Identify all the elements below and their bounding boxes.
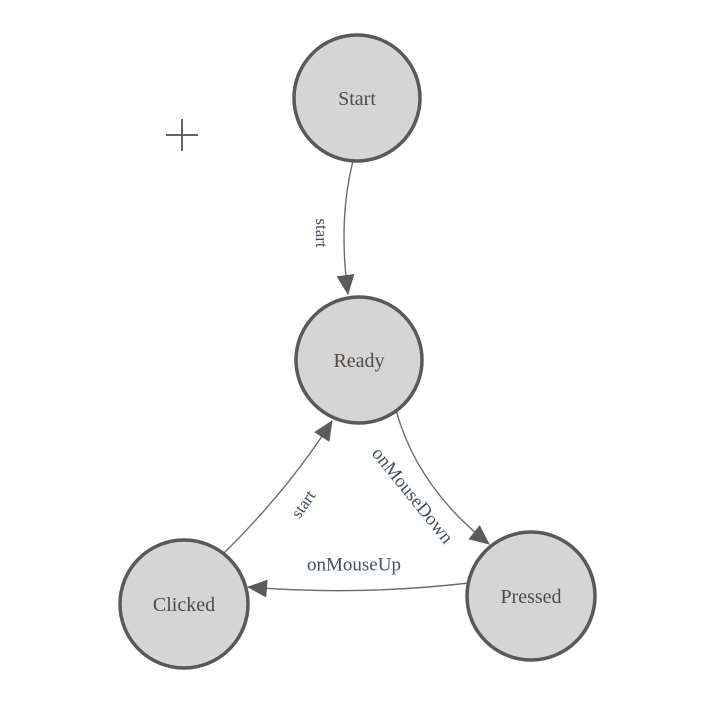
transition-path-ready-to-pressed[interactable] [395, 409, 490, 545]
state-node-start[interactable]: Start [292, 33, 422, 163]
transition-label-pressed-to-clicked[interactable]: onMouseUp [307, 555, 401, 576]
transition-path-pressed-to-clicked[interactable] [247, 579, 470, 598]
crosshair-icon [166, 119, 198, 151]
state-node-pressed[interactable]: Pressed [465, 530, 597, 662]
state-label-clicked: Clicked [153, 594, 215, 616]
transition-path-start-to-ready[interactable] [336, 160, 355, 295]
state-node-ready[interactable]: Ready [294, 295, 424, 425]
state-circle-pressed[interactable] [465, 530, 597, 662]
state-node-clicked[interactable]: Clicked [118, 538, 250, 670]
state-circle-start[interactable] [292, 33, 422, 163]
transition-label-ready-to-pressed[interactable]: onMouseDown [367, 444, 457, 549]
state-circle-ready[interactable] [294, 295, 424, 425]
transition-pressed-to-clicked: onMouseUp [247, 555, 470, 598]
transition-path-clicked-to-ready[interactable] [223, 420, 333, 554]
transition-ready-to-pressed: onMouseDown [367, 409, 490, 549]
state-label-pressed: Pressed [500, 586, 561, 608]
transition-label-clicked-to-ready[interactable]: start [287, 487, 320, 522]
transition-clicked-to-ready: start [223, 420, 333, 554]
state-label-start: Start [338, 88, 376, 110]
state-circle-clicked[interactable] [118, 538, 250, 670]
state-label-ready: Ready [333, 350, 384, 372]
transition-label-start-to-ready[interactable]: start [312, 218, 331, 248]
transition-start-to-ready: start [312, 160, 355, 295]
